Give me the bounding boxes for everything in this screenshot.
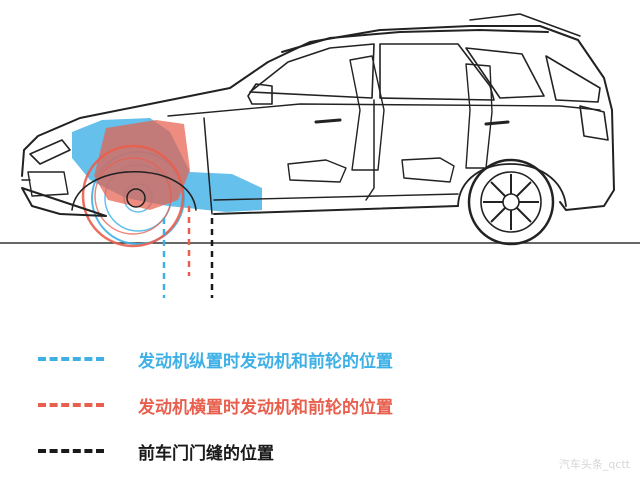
legend-swatch-transverse	[38, 403, 104, 407]
rear-wheel	[467, 158, 555, 246]
legend-label-door-gap: 前车门门缝的位置	[138, 443, 274, 464]
legend-swatch-door-gap	[38, 449, 104, 453]
legend-label-transverse: 发动机横置时发动机和前轮的位置	[138, 397, 393, 418]
legend-item-longitudinal: 发动机纵置时发动机和前轮的位置	[38, 344, 393, 374]
legend-label-longitudinal: 发动机纵置时发动机和前轮的位置	[138, 351, 393, 372]
watermark: 汽车头条_qctt	[558, 458, 630, 471]
transverse-engine-overlay	[81, 120, 190, 248]
car-side-diagram	[0, 13, 640, 298]
front-wheel-hub	[126, 188, 146, 208]
legend-item-door-gap: 前车门门缝的位置	[38, 436, 274, 466]
legend-item-transverse: 发动机横置时发动机和前轮的位置	[38, 390, 393, 420]
car-outline	[21, 13, 615, 217]
legend-swatch-longitudinal	[38, 357, 104, 361]
